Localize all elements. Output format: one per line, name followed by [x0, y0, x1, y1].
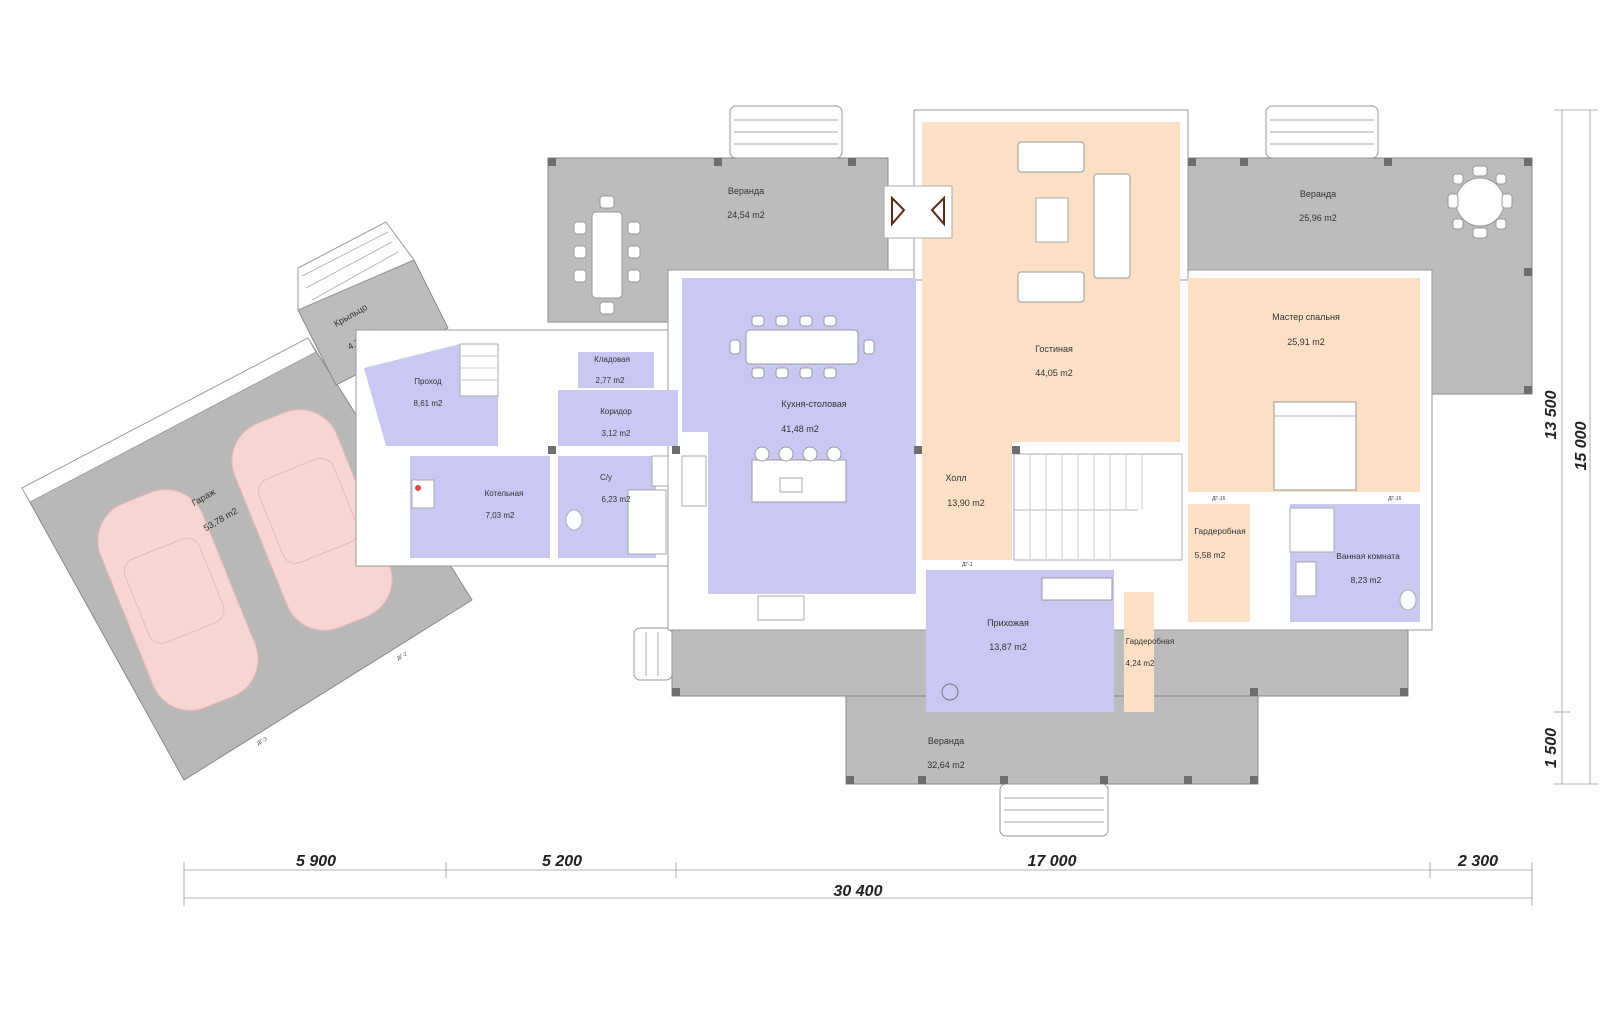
dim-right-2: 1 500: [1543, 728, 1560, 768]
veranda-ne-label: Веранда: [1300, 189, 1336, 199]
wc-label: С/у: [600, 473, 612, 482]
dim-bottom-4: 2 300: [1457, 853, 1498, 870]
steps-s: [999, 783, 1109, 837]
living-furniture: [1017, 141, 1131, 303]
dim-total-height: 15 000: [1573, 421, 1590, 470]
stairs-boiler: [459, 343, 499, 397]
master-area: 25,91 m2: [1287, 337, 1325, 347]
garage-wall: [21, 337, 317, 503]
dim-total-width: 30 400: [834, 883, 883, 900]
door-tag-dg1: ДГ-1: [962, 562, 973, 568]
veranda-posts: [548, 158, 1532, 784]
veranda-table-long: [573, 195, 641, 315]
veranda-table-round: [1447, 165, 1513, 239]
veranda-s-area: 32,64 m2: [927, 760, 965, 770]
dining-table: [729, 315, 875, 379]
dim-bottom-3: 17 000: [1028, 853, 1077, 870]
wardrobe-e-label: Гардеробная: [1194, 526, 1246, 536]
steps-w: [633, 627, 673, 681]
wardrobe-s-label: Гардеробная: [1126, 637, 1174, 646]
hall-area: 13,90 m2: [947, 498, 985, 508]
living-area: 44,05 m2: [1035, 368, 1073, 378]
veranda-nw-label: Веранда: [728, 186, 764, 196]
veranda-s-label: Веранда: [928, 736, 964, 746]
corridor-label: Коридор: [600, 407, 632, 416]
bath-fixtures: [1289, 507, 1417, 611]
wc-fixtures: [565, 455, 669, 555]
entrance-area: 13,87 m2: [989, 642, 1027, 652]
wardrobe-s-floor: [1124, 592, 1154, 712]
pantry-area: 2,77 m2: [596, 376, 625, 385]
boiler-area: 7,03 m2: [486, 511, 515, 520]
entrance-label: Прихожая: [987, 618, 1029, 628]
veranda-nw-area: 24,54 m2: [727, 210, 765, 220]
door-tag-dg3: ДГ-3: [256, 736, 268, 747]
master-bed: [1273, 401, 1357, 491]
wardrobe-e-floor: [1188, 504, 1250, 622]
steps-ne: [1265, 105, 1379, 159]
wardrobe-s-area: 4,24 m2: [1126, 659, 1155, 668]
passage-floor: [364, 344, 498, 446]
dim-right-1: 13 500: [1543, 390, 1560, 439]
pantry-floor: [578, 352, 654, 388]
staircase: [1013, 453, 1183, 561]
kitchen-label: Кухня-столовая: [781, 399, 846, 409]
wardrobe-e-area: 5,58 m2: [1195, 550, 1226, 560]
hall-floor: [922, 442, 1012, 560]
pantry-label: Кладовая: [594, 355, 630, 364]
passage-label: Проход: [414, 377, 442, 386]
bath-label: Ванная комната: [1336, 551, 1400, 561]
boiler-label: Котельная: [485, 489, 524, 498]
bath-area: 8,23 m2: [1351, 575, 1382, 585]
door-tag-dg2: ДГ-2: [396, 651, 408, 662]
wc-area: 6,23 m2: [602, 495, 631, 504]
kitchen-island: [751, 446, 847, 503]
boiler-equipment: [411, 479, 435, 509]
steps-nw: [729, 105, 843, 159]
dimension-lines: [183, 109, 1598, 906]
entrance-furniture: [941, 577, 1113, 701]
porch-steps: [297, 221, 415, 311]
master-label: Мастер спальня: [1272, 312, 1340, 322]
corridor-floor: [558, 390, 678, 446]
dim-bottom-1: 5 900: [296, 853, 336, 870]
door-tag-dg16b: ДГ-16: [1388, 496, 1402, 502]
car-left: [97, 488, 259, 712]
passage-area: 8,61 m2: [414, 399, 443, 408]
hall-label: Холл: [945, 473, 966, 483]
door-tag-dg16a: ДГ-16: [1212, 496, 1226, 502]
dim-bottom-2: 5 200: [542, 853, 582, 870]
corridor-area: 3,12 m2: [602, 429, 631, 438]
kitchen-area: 41,48 m2: [781, 424, 819, 434]
fireplaces: [883, 185, 953, 239]
living-label: Гостиная: [1035, 344, 1073, 354]
kitchen-counter: [681, 455, 805, 621]
veranda-ne-area: 25,96 m2: [1299, 213, 1337, 223]
